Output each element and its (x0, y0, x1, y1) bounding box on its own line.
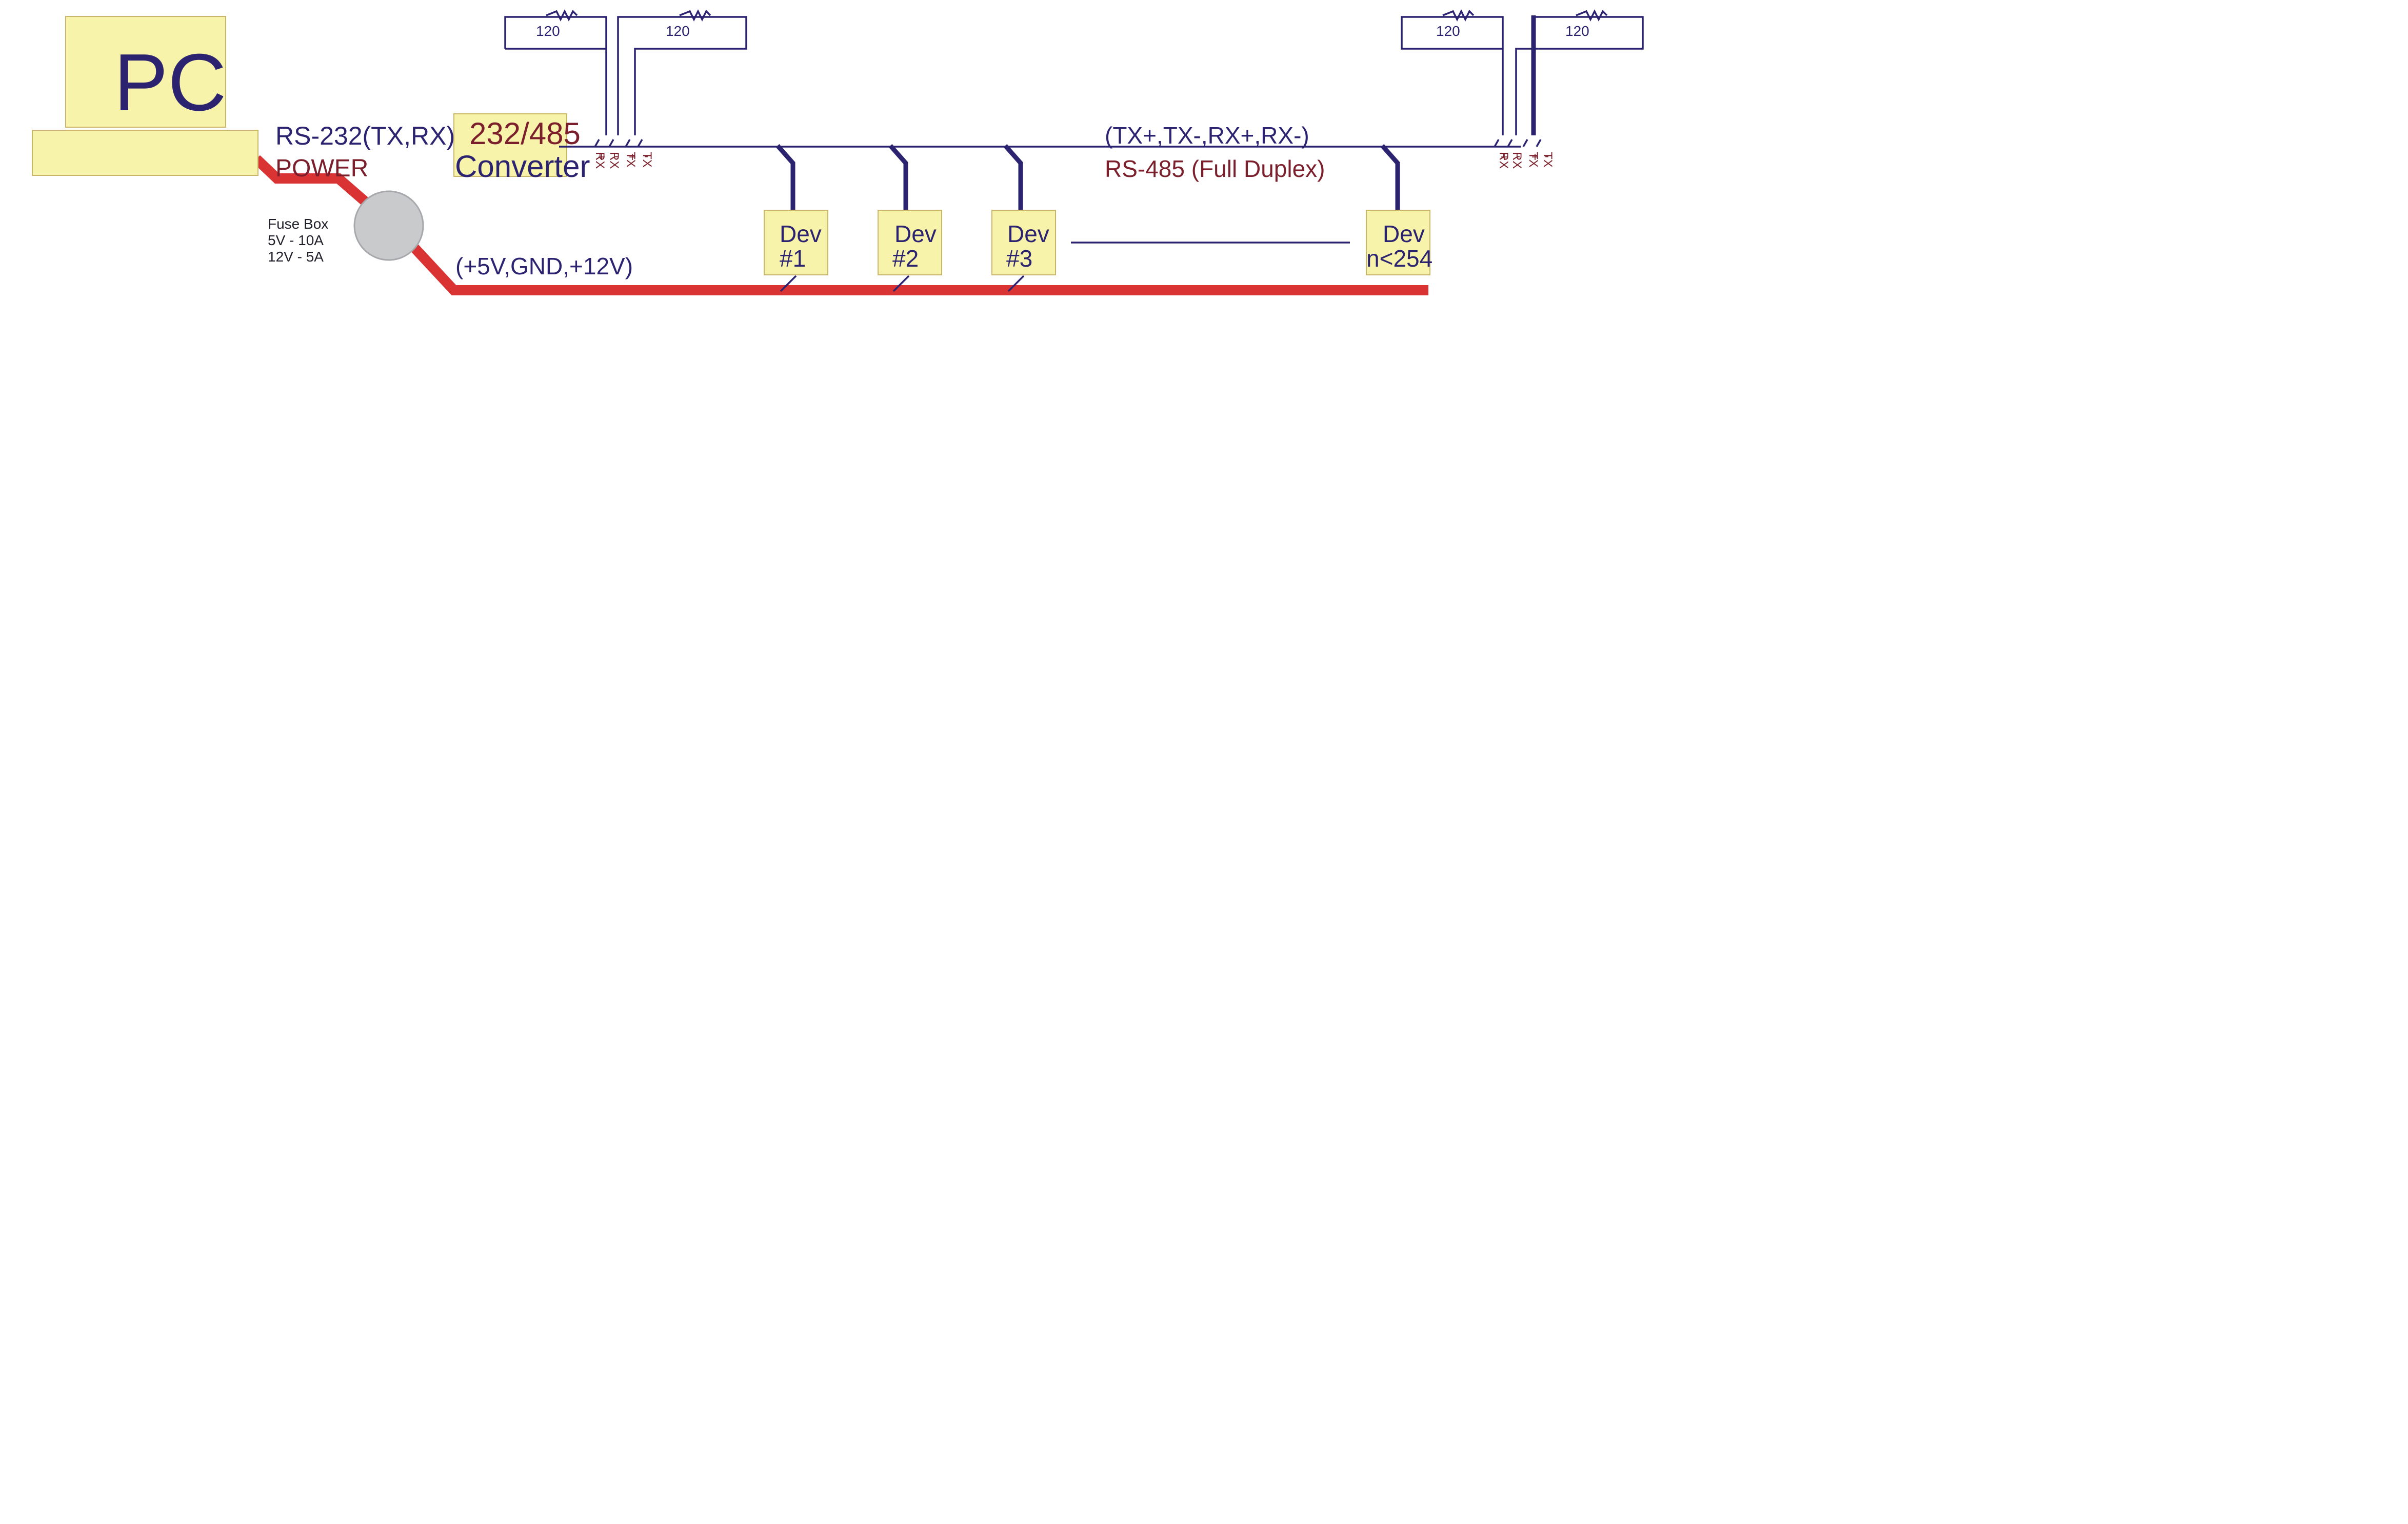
device-1: Dev #1 (764, 210, 828, 275)
bus-mode-label: RS-485 (Full Duplex) (1105, 155, 1325, 182)
pin-right-2: RX (1510, 152, 1524, 169)
device-3-number: #3 (1006, 245, 1032, 272)
device-3-label: Dev (1007, 220, 1049, 247)
pin-right-minus-2: - (1545, 149, 1549, 163)
converter-label-bottom: Converter (455, 149, 590, 184)
device-2-power-tap (892, 275, 910, 292)
rs232-label: RS-232(TX,RX) (275, 122, 455, 150)
supply-label: (+5V,GND,+12V) (455, 253, 633, 279)
resistor-right-2-value: 120 (1565, 23, 1589, 39)
resistor-right-1-value: 120 (1436, 23, 1460, 39)
resistor-left-1-value: 120 (536, 23, 560, 39)
device-1-number: #1 (780, 245, 806, 272)
right-termination (1401, 9, 1644, 147)
pin-left-minus-2: - (644, 149, 648, 163)
pin-right-plus-2: + (1531, 150, 1539, 164)
device-2-label: Dev (894, 220, 937, 247)
device-3: Dev #3 (991, 210, 1056, 275)
power-bus-cable (409, 243, 1428, 295)
fuse-box (353, 190, 424, 261)
resistor-left-2-value: 120 (666, 23, 690, 39)
device-2: Dev #2 (878, 210, 942, 275)
device-2-drop (888, 144, 908, 210)
pin-right-plus-1: + (1501, 150, 1508, 164)
device-1-power-tap (780, 275, 797, 292)
pin-right-4: TX (1541, 152, 1555, 168)
pin-left-plus-2: + (629, 150, 636, 164)
pin-left-1: RX (593, 152, 607, 169)
device-1-drop (775, 144, 795, 210)
device-1-label: Dev (780, 220, 822, 247)
bus-signals-label: (TX+,TX-,RX+,RX-) (1105, 122, 1309, 149)
pin-left-3: TX (624, 152, 638, 168)
device-3-drop (1003, 144, 1023, 210)
fuse-box-title: Fuse Box (268, 216, 328, 232)
pc-monitor (65, 16, 226, 128)
device-n-number: n<254 (1366, 245, 1432, 272)
device-2-number: #2 (892, 245, 919, 272)
pin-right-minus-1: - (1516, 149, 1520, 163)
power-label: POWER (275, 155, 368, 182)
converter-box (453, 113, 567, 177)
device-n-drop (1380, 144, 1400, 210)
pin-left-minus-1: - (614, 149, 619, 163)
fuse-box-rating-12v: 12V - 5A (268, 249, 324, 265)
pin-right-1: RX (1497, 152, 1510, 169)
pc-label: PC (114, 37, 227, 128)
device-n: Dev n<254 (1366, 210, 1432, 275)
left-termination (504, 9, 747, 147)
pin-right-3: TX (1526, 152, 1540, 168)
pin-left-2: RX (607, 152, 621, 169)
pin-left-plus-1: + (598, 150, 605, 164)
device-n-label: Dev (1383, 220, 1425, 247)
pc-base (32, 130, 258, 176)
fuse-box-rating-5v: 5V - 10A (268, 232, 324, 248)
device-3-power-tap (1007, 275, 1025, 292)
converter-label-top: 232/485 (469, 116, 581, 151)
pin-left-4: TX (640, 152, 654, 168)
power-cable (253, 155, 373, 209)
